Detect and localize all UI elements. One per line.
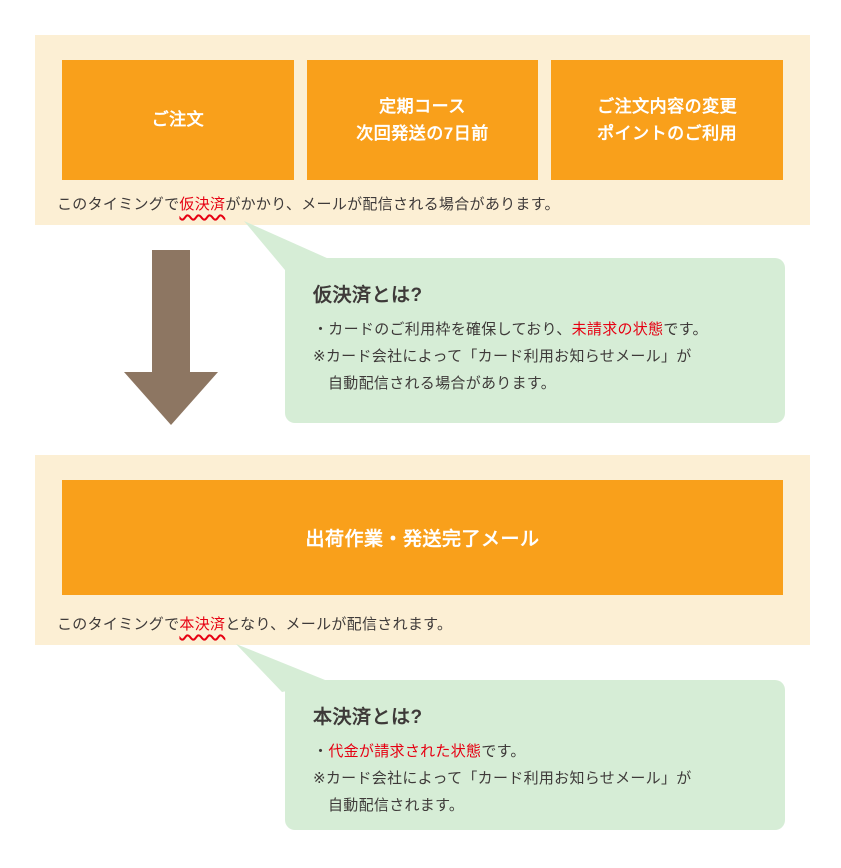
flow-step-order-change: ご注文内容の変更 ポイントのご利用	[551, 60, 784, 180]
flow-step-label-line1: 定期コース	[379, 96, 466, 116]
pre-auth-note-highlight: 仮決済	[179, 196, 226, 213]
pre-auth-callout-bullet: ・カードのご利用枠を確保しており、未請求の状態です。	[313, 316, 757, 343]
capture-note-suffix: となり、メールが配信されます。	[225, 616, 453, 633]
capture-callout-title: 本決済とは?	[313, 707, 423, 728]
flow-step-subscription: 定期コース 次回発送の7日前	[306, 60, 539, 180]
flow-step-label-line2: 次回発送の7日前	[356, 124, 489, 143]
shipping-timing-panel: 出荷作業・発送完了メール このタイミングで本決済となり、メールが配信されます。	[35, 455, 810, 645]
bullet-highlight: 未請求の状態	[571, 321, 664, 338]
down-arrow-head	[124, 372, 218, 425]
capture-callout-bullet: ・代金が請求された状態です。	[313, 738, 757, 765]
pre-auth-callout: 仮決済とは? ・カードのご利用枠を確保しており、未請求の状態です。 ※カード会社…	[285, 258, 785, 423]
flow-step-label: 出荷作業・発送完了メール	[305, 529, 540, 550]
flow-step-label-line1: ご注文内容の変更	[597, 96, 738, 116]
bullet-suffix: です。	[481, 743, 526, 760]
flow-step-label: ご注文	[151, 110, 205, 130]
capture-callout-note-line2: 自動配信されます。	[328, 797, 465, 814]
pre-auth-note: このタイミングで仮決済がかかり、メールが配信される場合があります。	[57, 193, 560, 214]
capture-note-prefix: このタイミングで	[57, 616, 180, 633]
flow-step-order: ご注文	[62, 60, 294, 180]
pre-auth-callout-title: 仮決済とは?	[313, 285, 423, 306]
flow-steps: ご注文 定期コース 次回発送の7日前 ご注文内容の変更 ポイントのご利用	[62, 60, 784, 180]
bullet-prefix: ・	[313, 743, 329, 760]
flow-step-label-line2: ポイントのご利用	[597, 124, 738, 143]
bullet-suffix: です。	[663, 321, 708, 338]
pre-auth-note-suffix: がかかり、メールが配信される場合があります。	[225, 196, 560, 213]
bullet-highlight: 代金が請求された状態	[328, 743, 482, 760]
down-arrow-shaft	[152, 250, 190, 372]
order-timing-panel: ご注文 定期コース 次回発送の7日前 ご注文内容の変更 ポイントのご利用 このタ…	[35, 35, 810, 225]
pre-auth-callout-note-line1: ※カード会社によって「カード利用お知らせメール」が	[313, 348, 692, 365]
capture-callout-note-line1: ※カード会社によって「カード利用お知らせメール」が	[313, 770, 692, 787]
capture-note: このタイミングで本決済となり、メールが配信されます。	[57, 613, 452, 634]
pre-auth-callout-note-line2: 自動配信される場合があります。	[328, 375, 557, 392]
pre-auth-note-prefix: このタイミングで	[57, 196, 180, 213]
capture-callout: 本決済とは? ・代金が請求された状態です。 ※カード会社によって「カード利用お知…	[285, 680, 785, 830]
flow-step-shipping: 出荷作業・発送完了メール	[62, 480, 783, 595]
bullet-prefix: ・カードのご利用枠を確保しており、	[313, 321, 572, 338]
capture-note-highlight: 本決済	[179, 616, 226, 633]
